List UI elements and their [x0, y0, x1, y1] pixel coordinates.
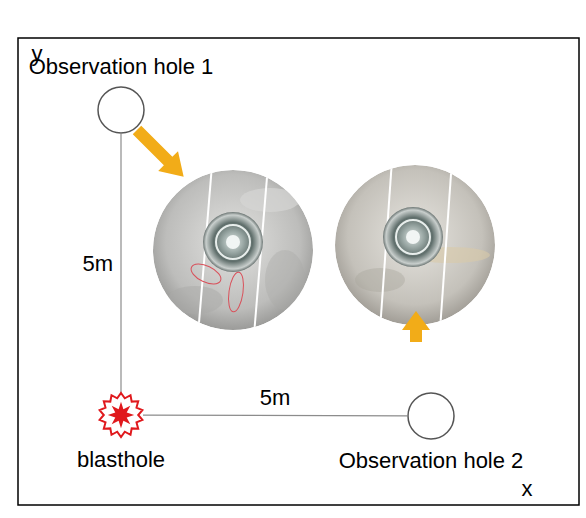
distance-line: [120, 134, 121, 393]
borehole-photo: [153, 165, 313, 335]
burst-outline: [100, 393, 143, 437]
frame: [18, 38, 579, 505]
blasthole-node: blasthole: [99, 393, 143, 437]
explosion-symbol: [99, 393, 143, 437]
hole-circle: [97, 86, 145, 134]
axis-label: x: [522, 476, 533, 502]
borehole-photo: [335, 160, 495, 330]
dimension-label: 5m: [80, 251, 115, 277]
distance-line: [143, 414, 407, 416]
pointer-arrow: [127, 120, 193, 186]
observation-hole: Observation hole 1: [97, 86, 145, 134]
hole-outline: [98, 87, 144, 133]
hole-circle: [407, 392, 455, 440]
hole-outline: [408, 393, 454, 439]
observation-hole: Observation hole 2: [407, 392, 455, 440]
pointer-arrow: [402, 311, 430, 342]
node-label: blasthole: [77, 447, 165, 473]
node-label: Observation hole 1: [29, 54, 214, 80]
node-label: Observation hole 2: [339, 448, 524, 474]
burst-core: [108, 402, 134, 428]
dimension-label: 5m: [258, 385, 293, 411]
axis-label: y: [32, 41, 43, 67]
